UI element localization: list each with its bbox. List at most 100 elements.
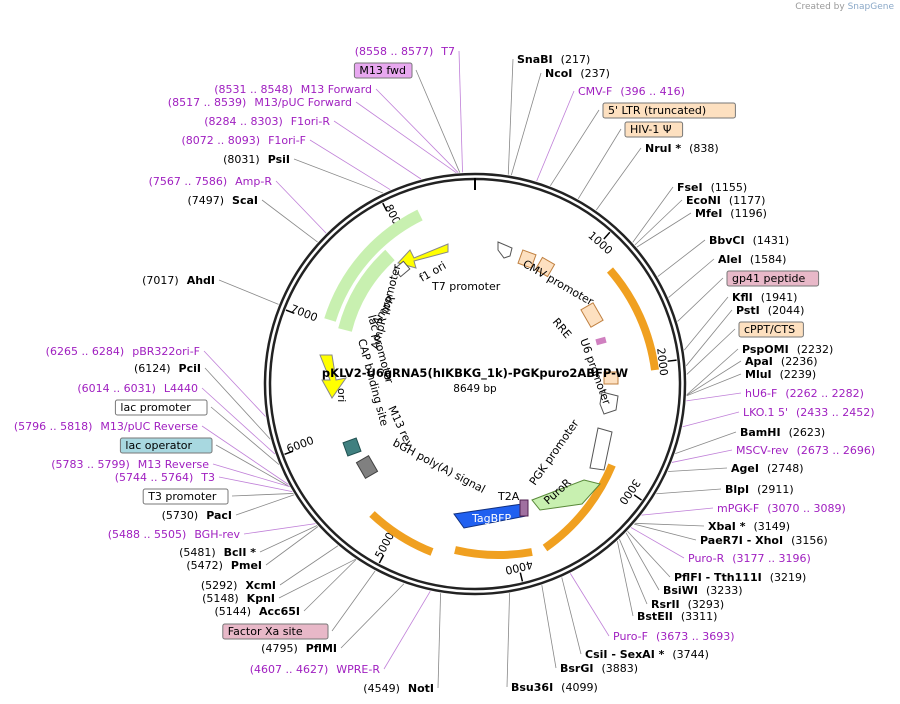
label-name: Amp-R	[235, 175, 272, 188]
u6-promoter-arrow	[599, 391, 619, 415]
cmv-promoter-arrow	[497, 241, 513, 259]
enzyme-label: BlpI(2911)	[725, 483, 794, 496]
enzyme-label: NcoI(237)	[545, 67, 610, 80]
primer-label: hU6-F(2262 .. 2282)	[745, 387, 864, 400]
label-pos: (1177)	[729, 194, 766, 207]
label-pos: (3156)	[791, 534, 828, 547]
tick-mark	[603, 231, 611, 240]
leader-line	[549, 109, 600, 187]
label-pos: (1196)	[730, 207, 767, 220]
tick-label: 6000	[285, 434, 316, 456]
tick-label: 3000	[616, 477, 643, 507]
enzyme-label: (5292)XcmI	[201, 579, 276, 592]
label-name: XcmI	[245, 579, 276, 592]
label-name: M13 Reverse	[138, 458, 209, 471]
primer-label: (8558 .. 8577)T7	[355, 45, 455, 58]
label-name: PstI	[736, 304, 760, 317]
label-pos: (3233)	[706, 584, 743, 597]
leader-line	[634, 523, 697, 541]
label-pos: (7567 .. 7586)	[149, 175, 228, 188]
enzyme-label: MluI(2239)	[745, 368, 816, 381]
inner-label-tagbfp: TagBFP	[471, 512, 511, 525]
leader-line	[507, 58, 514, 175]
enzyme-label: (8031)PsiI	[223, 153, 290, 166]
feature-arrows	[319, 209, 659, 560]
feature-box	[602, 102, 736, 119]
feature-box	[222, 623, 329, 640]
feature-arrow-orange-1	[606, 267, 659, 371]
label-pos: (6265 .. 6284)	[46, 345, 125, 358]
leader-line	[261, 199, 318, 243]
f1-small-box	[393, 260, 411, 278]
leader-line	[683, 296, 729, 351]
label-name: F1ori-R	[291, 115, 331, 128]
leader-line	[279, 545, 339, 586]
label-pos: (2623)	[789, 426, 826, 439]
inner-label-pgk-promoter: PGK promoter	[527, 417, 582, 488]
label-name: PflMI	[306, 642, 337, 655]
t2a-box	[519, 499, 529, 517]
label-name: F1ori-F	[268, 134, 306, 147]
label-name: pBR322ori-F	[132, 345, 200, 358]
label-pos: (4795)	[261, 642, 298, 655]
label-pos: (5148)	[202, 592, 239, 605]
leader-line	[210, 406, 280, 465]
label-pos: (5730)	[162, 509, 199, 522]
enzyme-label: BsrGI(3883)	[560, 662, 638, 675]
label-name: BclI *	[224, 546, 257, 559]
amp-arrow-inner	[338, 249, 395, 332]
leader-line	[218, 279, 279, 305]
leader-line	[656, 488, 722, 495]
leader-line	[668, 467, 728, 472]
credit: Created by SnapGene	[795, 2, 894, 12]
leader-line	[636, 212, 692, 248]
leader-line	[506, 593, 510, 688]
primer-label: mPGK-F(3070 .. 3089)	[717, 502, 846, 515]
primer-label: (8072 .. 8093)F1ori-F	[182, 134, 307, 147]
label-pos: (2236)	[781, 355, 818, 368]
lac-box	[342, 437, 362, 457]
leader-line	[536, 90, 575, 182]
leader-line	[682, 411, 740, 428]
label-pos: (2239)	[780, 368, 817, 381]
leader-line	[231, 493, 294, 497]
label-pos: (5481)	[179, 546, 216, 559]
leader-line	[235, 494, 295, 516]
enzyme-label: KflI(1941)	[732, 291, 797, 304]
label-pos: (2044)	[768, 304, 805, 317]
enzyme-label: RsrII(3293)	[651, 598, 724, 611]
enzyme-label: PaeR7I - XhoI(3156)	[700, 534, 828, 547]
label-name: EcoNI	[686, 194, 721, 207]
enzyme-label: (7017)AhdI	[142, 274, 215, 287]
enzyme-label: CsiI - SexAI *(3744)	[585, 648, 709, 661]
enzyme-label: (5472)PmeI	[186, 559, 262, 572]
label-pos: (4549)	[363, 682, 400, 695]
enzyme-label: (5144)Acc65I	[214, 605, 300, 618]
enzyme-label: BamHI(2623)	[740, 426, 825, 439]
label-name: PflFI - Tth111I	[674, 571, 762, 584]
leader-line	[569, 573, 610, 637]
plasmid-size: 8649 bp	[453, 383, 497, 395]
inner-label-rre: RRE	[550, 316, 574, 341]
label-name: NotI	[408, 682, 434, 695]
label-name: AgeI	[731, 462, 759, 475]
enzyme-label: (7497)ScaI	[187, 194, 258, 207]
label-name: BsrGI	[560, 662, 593, 675]
enzyme-label: (6124)PciI	[134, 362, 201, 375]
enzyme-label: ApaI(2236)	[745, 355, 817, 368]
leader-line	[641, 507, 714, 516]
label-pos: (3293)	[688, 598, 725, 611]
leader-line	[204, 367, 271, 440]
leader-line	[437, 593, 441, 689]
leader-line	[671, 449, 733, 463]
label-pos: (3149)	[753, 520, 790, 533]
label-name: MfeI	[695, 207, 722, 220]
label-name: L4440	[164, 382, 198, 395]
label-pos: (7017)	[142, 274, 179, 287]
label-pos: (2673 .. 2696)	[797, 444, 876, 457]
enzyme-label: (5148)KpnI	[202, 592, 275, 605]
bgh-box	[355, 455, 379, 479]
inner-label-cmv-promoter: CMV promoter	[521, 257, 597, 308]
primer-label: (4607 .. 4627)WPRE-R	[250, 663, 381, 676]
label-pos: (4607 .. 4627)	[250, 663, 329, 676]
